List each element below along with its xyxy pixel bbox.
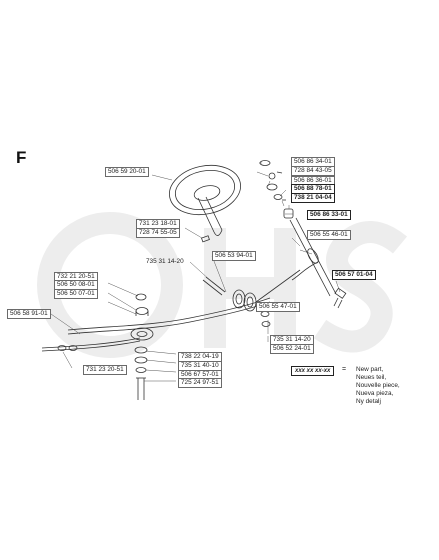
section-letter: F — [16, 148, 27, 167]
left-fasteners — [57, 235, 271, 351]
leader-lines — [50, 162, 341, 382]
part-label: 506 58 91-01 — [7, 309, 51, 319]
legend-equals: = — [342, 366, 347, 373]
tie-rod — [41, 297, 271, 352]
top-nut-stack — [259, 160, 294, 219]
part-label-new: 506 57 01-04 — [332, 270, 376, 280]
part-label-new: 506 86 33-01 — [307, 210, 351, 220]
drag-link-assembly — [202, 269, 301, 312]
part-label: 728 84 43-05 — [291, 166, 335, 176]
bolt-506-57 — [333, 287, 347, 309]
steering-column — [289, 217, 337, 297]
legend-line: Nouvelle piece, — [356, 382, 400, 389]
legend-line: Ny detalj — [356, 398, 381, 405]
part-label-new: 738 21 04-04 — [291, 193, 335, 203]
legend-line: Nueva pieza, — [356, 390, 394, 397]
part-label: 506 52 24-01 — [270, 344, 314, 354]
legend-new-part-code: xxx xx xx-xx — [291, 366, 335, 376]
part-label: 506 55 47-01 — [256, 302, 300, 312]
part-label: 506 53 94-01 — [212, 251, 256, 261]
pivot-stack — [130, 293, 154, 400]
part-label: 506 50 07-01 — [54, 289, 98, 299]
part-label: 506 55 46-01 — [307, 230, 351, 240]
part-label: 731 23 20-51 — [83, 365, 127, 375]
legend-text: New part, Neues teil, Nouvelle piece, Nu… — [356, 366, 400, 406]
steering-wheel — [169, 164, 241, 236]
part-label: 728 74 55-05 — [136, 228, 180, 238]
part-label: 725 24 97-51 — [178, 378, 222, 388]
legend-line: New part, — [356, 366, 384, 373]
part-label: 735 31 14-20 — [146, 258, 184, 265]
legend-line: Neues teil, — [356, 374, 387, 381]
part-label: 506 59 20-01 — [105, 167, 149, 177]
